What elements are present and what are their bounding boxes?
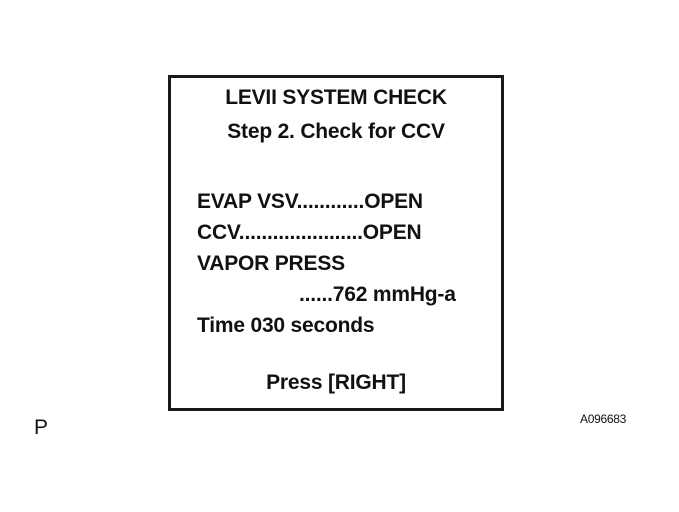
press-right-prompt[interactable]: Press [RIGHT] [266,371,406,394]
evap-vsv-status: EVAP VSV............OPEN [197,190,423,213]
tester-screen: LEVII SYSTEM CHECK Step 2. Check for CCV… [168,75,504,411]
screen-title: LEVII SYSTEM CHECK [225,86,447,109]
step-title: Step 2. Check for CCV [227,120,445,143]
vapor-press-value: ......762 mmHg-a [299,283,456,306]
vapor-press-label: VAPOR PRESS [197,252,345,275]
figure-code: A096683 [580,412,626,426]
elapsed-time: Time 030 seconds [197,314,375,337]
ccv-status: CCV......................OPEN [197,221,422,244]
corner-label: P [34,416,49,439]
